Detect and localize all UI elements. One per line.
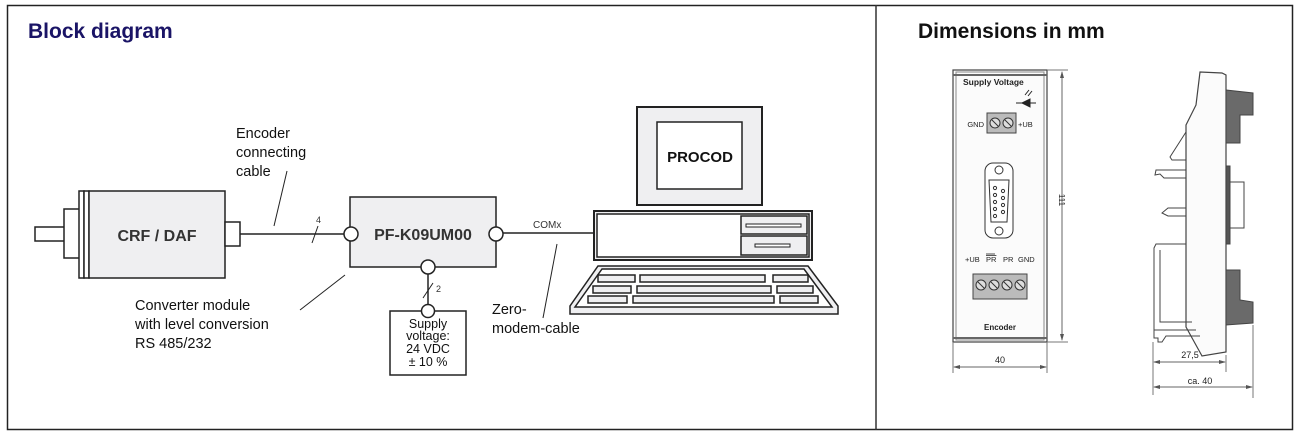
key <box>772 274 809 283</box>
supply-box <box>389 310 467 376</box>
pc-computer <box>569 106 839 315</box>
side-plate <box>1225 165 1231 245</box>
encoder-terminal-label-4: GND <box>1018 255 1035 264</box>
din-clip <box>1161 207 1186 217</box>
led-icon <box>1016 89 1036 108</box>
converter-port-encoder <box>343 226 359 242</box>
supply-line-3: 24 VDC <box>406 342 450 356</box>
block-diagram-title: Block diagram <box>28 20 173 43</box>
supply-line-2: voltage: <box>406 329 450 343</box>
width-dimension-label: 40 <box>995 355 1005 365</box>
encoder-shaft <box>34 226 66 242</box>
encoder-terminal-label-1: +UB <box>965 255 980 264</box>
din-clip <box>1169 131 1187 161</box>
side-db9 <box>1229 181 1245 229</box>
supply-terminal-right-label: +UB <box>1018 120 1033 129</box>
encoder-connector <box>224 221 241 247</box>
encoder-cable-annotation-line-2: connecting <box>236 145 306 161</box>
key <box>639 274 766 283</box>
converter-annotation-line-3: RS 485/232 <box>135 336 212 352</box>
key <box>587 295 628 304</box>
supply-wire-count-tick <box>422 282 434 299</box>
total-depth-dimension-label: ca. 40 <box>1188 376 1213 386</box>
pc-drive-slot-2 <box>754 243 791 248</box>
wire-count-tick <box>311 225 319 244</box>
dimensions-drawing <box>952 69 1254 398</box>
modem-cable-leader <box>542 243 558 319</box>
converter-annotation-line-2: with level conversion <box>134 317 269 333</box>
front-header-label: Supply Voltage <box>963 77 1024 87</box>
side-view <box>1152 71 1254 398</box>
front-view <box>952 69 1068 373</box>
pc-monitor-screen <box>656 121 743 190</box>
supply-line-1: Supply <box>409 317 448 331</box>
converter-port-supply <box>420 259 436 275</box>
encoder-terminal-label-2: PR <box>986 255 997 264</box>
block-diagram: CRF / DAF 4 PF-K09UM00 2 COMx <box>34 106 839 376</box>
encoder-terminal-label-3: PR <box>1003 255 1014 264</box>
side-connector-bottom <box>1225 269 1254 326</box>
key <box>636 285 772 294</box>
encoder-wire-count: 4 <box>316 215 321 225</box>
side-connector-top <box>1225 89 1254 144</box>
encoder-cable-annotation-line-1: Encoder <box>236 126 290 142</box>
key <box>597 274 636 283</box>
modem-cable-annotation-line-2: modem-cable <box>492 321 580 337</box>
key <box>776 285 814 294</box>
key <box>592 285 632 294</box>
key <box>779 295 819 304</box>
modem-cable-annotation-line-1: Zero- <box>492 302 527 318</box>
pc-screen-label: PROCOD <box>667 149 733 166</box>
block-annotations: Encoder connecting cable Converter modul… <box>134 126 580 352</box>
supply-port <box>420 303 436 319</box>
keyboard-keys <box>587 274 819 304</box>
supply-terminal-left-label: GND <box>967 120 984 129</box>
supply-line-4: ± 10 % <box>409 355 448 369</box>
din-rail <box>1153 243 1196 331</box>
din-clip <box>1154 169 1186 179</box>
depth-dimension-label: 27,5 <box>1181 350 1199 360</box>
encoder-cable-annotation-line-3: cable <box>236 164 271 180</box>
supply-wire-count: 2 <box>436 284 441 294</box>
converter-annotation-line-1: Converter module <box>135 298 250 314</box>
height-dimension-label: 111 <box>1057 194 1066 207</box>
converter-label: PF-K09UM00 <box>374 227 472 244</box>
dimension-labels: Supply Voltage GND +UB +UB PR PR GND Enc… <box>963 77 1212 386</box>
encoder-device <box>34 190 241 279</box>
encoder-label: CRF / DAF <box>117 228 196 245</box>
dimensions-title: Dimensions in mm <box>918 20 1105 43</box>
front-footer-label: Encoder <box>984 323 1016 332</box>
db9-connector <box>984 162 1014 239</box>
converter-port-com <box>488 226 504 242</box>
encoder-cable-leader <box>273 170 288 227</box>
front-housing-inner <box>955 71 1045 341</box>
converter-leader <box>299 274 346 311</box>
key <box>632 295 775 304</box>
supply-box-text: Supply voltage: 24 VDC ± 10 % <box>406 317 450 369</box>
side-housing <box>1185 71 1227 357</box>
pc-drive-slot-1 <box>745 223 802 228</box>
com-port-label: COMx <box>533 220 561 231</box>
din-rail-inner <box>1159 250 1192 323</box>
